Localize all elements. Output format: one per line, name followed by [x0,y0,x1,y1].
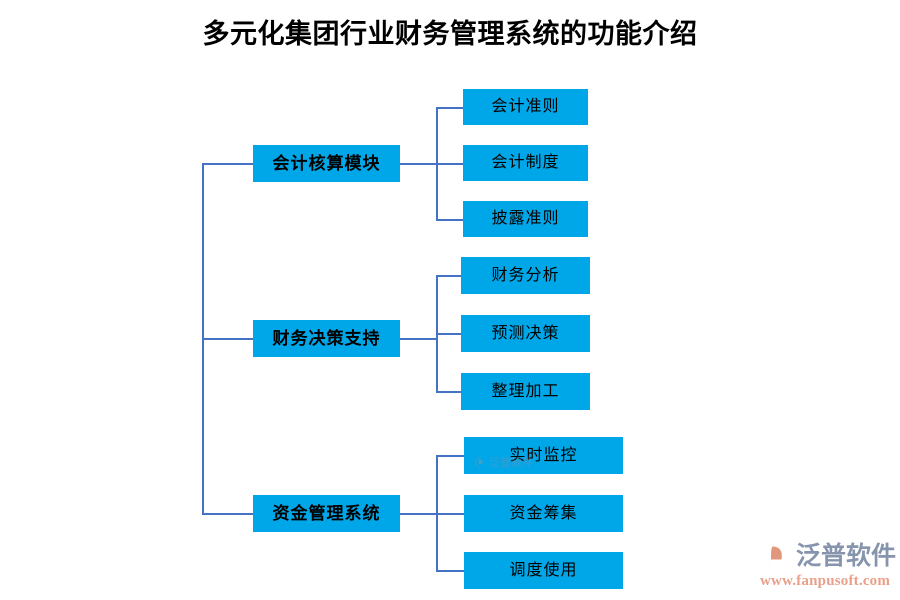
node-label: 会计核算模块 [272,154,381,173]
node-label: 实时监控 [509,446,578,464]
logo-name: 泛普软件 [796,543,897,570]
node-child-dispatch-usage[interactable]: 调度使用 [464,552,623,589]
connector-group-3-spine [436,455,438,570]
fanpu-logo-icon [765,541,782,567]
connector-group-2-child-1 [436,275,461,277]
node-parent-accounting-module[interactable]: 会计核算模块 [253,145,400,182]
connector-group-3-child-1 [436,455,464,457]
node-child-accounting-standards[interactable]: 会计准则 [463,89,588,125]
node-label: 财务分析 [491,266,560,284]
node-child-organize-process[interactable]: 整理加工 [461,373,590,410]
connector-to-parent-1 [202,163,255,165]
node-child-realtime-monitoring[interactable]: 实时监控 泛普软件 [464,437,623,474]
logo-url: www.fanpusoft.com [760,573,891,589]
node-child-forecast-decision[interactable]: 预测决策 [461,315,590,352]
connector-group-2-child-3 [436,391,461,393]
page-title: 多元化集团行业财务管理系统的功能介绍 [202,19,698,49]
node-parent-fund-management-system[interactable]: 资金管理系统 [253,495,400,532]
fanpu-logo-icon [474,456,483,468]
node-label: 会计准则 [491,98,560,115]
connector-group-2-child-2 [436,333,461,335]
connector-group-3-child-2 [436,513,464,515]
node-label: 预测决策 [491,324,560,342]
node-child-disclosure-standards[interactable]: 披露准则 [463,201,588,237]
connector-group-1-child-1 [436,107,463,109]
connector-to-parent-2 [202,338,255,340]
logo-row: 泛普软件 [758,536,898,572]
connector-parent-1-out [400,163,436,165]
node-child-financial-analysis[interactable]: 财务分析 [461,257,590,294]
node-label: 财务决策支持 [272,329,381,348]
node-label: 整理加工 [491,382,560,400]
node-parent-financial-decision-support[interactable]: 财务决策支持 [253,320,400,357]
connector-group-1-child-3 [436,219,463,221]
connector-group-3-child-3 [436,570,464,572]
node-label: 调度使用 [509,561,578,579]
node-child-accounting-system[interactable]: 会计制度 [463,145,588,181]
connector-parent-3-out [400,513,436,515]
node-label: 资金筹集 [509,504,578,522]
node-label: 会计制度 [491,154,560,171]
connector-parent-2-out [400,338,436,340]
connector-group-1-child-2 [436,163,463,165]
node-child-fund-raising[interactable]: 资金筹集 [464,495,623,532]
node-label: 资金管理系统 [272,504,381,523]
node-label: 披露准则 [491,210,560,227]
brand-logo: 泛普软件 www.fanpusoft.com [758,536,898,594]
connector-to-parent-3 [202,513,255,515]
